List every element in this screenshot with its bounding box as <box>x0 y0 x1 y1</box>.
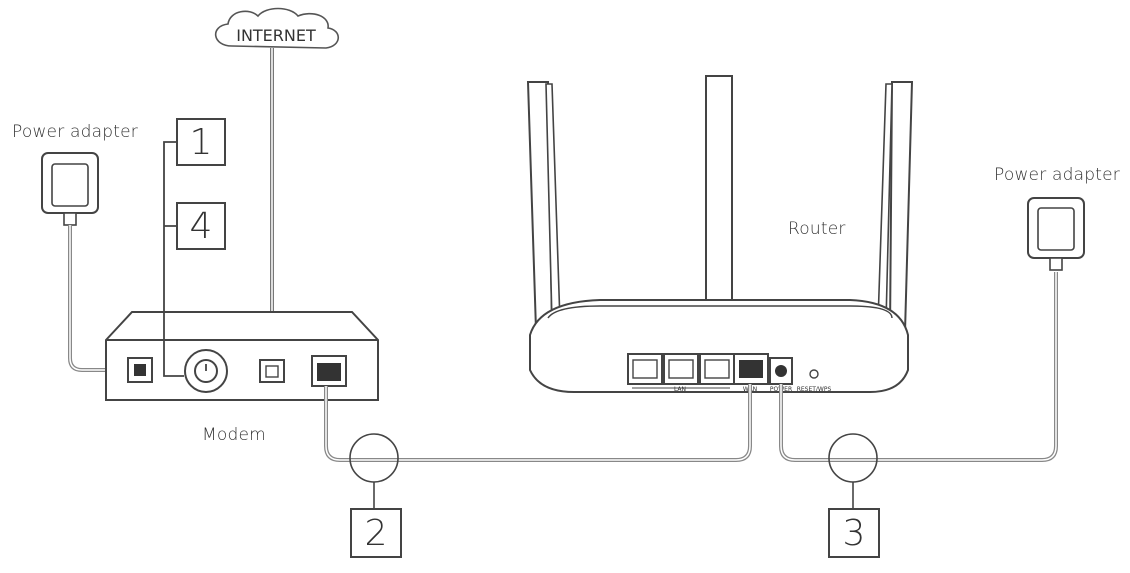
left-adapter-label: Power adapter <box>12 122 138 142</box>
step-1-box: 1 <box>176 118 226 166</box>
lan-label: LAN <box>674 386 686 393</box>
right-power-adapter <box>1027 197 1085 271</box>
step-3-box: 3 <box>828 508 880 558</box>
router-lan-ports: LAN <box>627 353 735 393</box>
internet-cloud: INTERNET <box>214 7 340 49</box>
right-adapter-label: Power adapter <box>994 165 1120 185</box>
power-button-bracket <box>163 141 184 377</box>
router: LAN WAN POWER RESET/WPS <box>526 75 914 393</box>
ethernet-cable <box>324 384 752 462</box>
router-reset-button: RESET/WPS <box>797 369 832 393</box>
modem-label: Modem <box>202 425 266 445</box>
modem-power-button <box>184 349 228 393</box>
router-label: Router <box>788 219 846 239</box>
left-power-adapter <box>41 152 140 372</box>
modem <box>105 311 379 401</box>
internet-label: INTERNET <box>236 26 316 45</box>
step-2-box: 2 <box>350 508 402 558</box>
step-4-box: 4 <box>176 202 226 250</box>
reset-label: RESET/WPS <box>797 386 832 393</box>
